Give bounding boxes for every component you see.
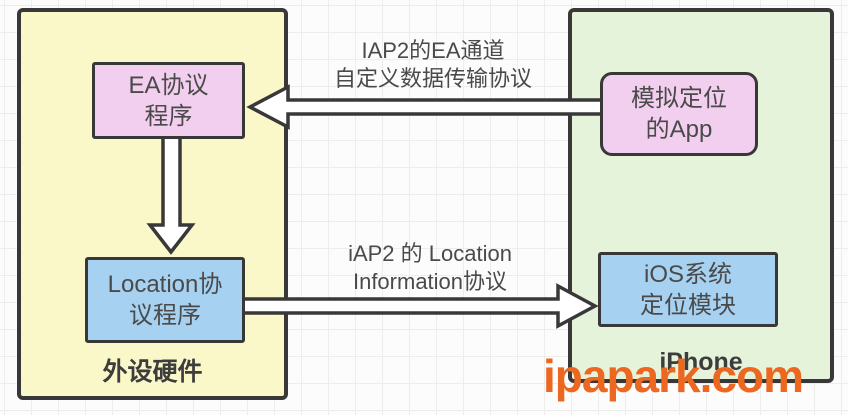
- mock-location-app-box: 模拟定位 的App: [600, 72, 758, 156]
- peripheral-hardware-label: 外设硬件: [102, 358, 203, 386]
- ios-location-module-line1: iOS系统: [643, 260, 732, 288]
- bottom-arrow-label: iAP2 的 Location Information协议: [275, 240, 585, 296]
- ea-protocol-line2: 程序: [144, 102, 193, 130]
- arrow-down-icon: [146, 134, 196, 255]
- bottom-arrow-label-line1: iAP2 的 Location: [348, 241, 512, 266]
- bottom-arrow-label-line2: Information协议: [352, 269, 508, 294]
- top-arrow-label: IAP2的EA通道 自定义数据传输协议: [278, 37, 588, 93]
- ea-protocol-line1: EA协议: [128, 71, 209, 99]
- ios-location-module-line2: 定位模块: [640, 291, 736, 319]
- location-protocol-line2: 议程序: [129, 302, 201, 329]
- location-protocol-line1: Location协: [107, 271, 223, 298]
- ea-protocol-box: EA协议 程序: [92, 62, 245, 139]
- location-protocol-box: Location协 议程序: [85, 257, 245, 343]
- top-arrow-label-line2: 自定义数据传输协议: [333, 66, 532, 91]
- arrow-top-left-icon: [246, 84, 606, 130]
- watermark-text: ipapark.com: [543, 350, 804, 402]
- iphone-label: iPhone: [659, 348, 743, 376]
- mock-location-app-line2: 的App: [645, 116, 713, 143]
- mock-location-app-line1: 模拟定位: [631, 85, 727, 112]
- top-arrow-label-line1: IAP2的EA通道: [361, 38, 505, 63]
- ios-location-module-box: iOS系统 定位模块: [598, 252, 778, 327]
